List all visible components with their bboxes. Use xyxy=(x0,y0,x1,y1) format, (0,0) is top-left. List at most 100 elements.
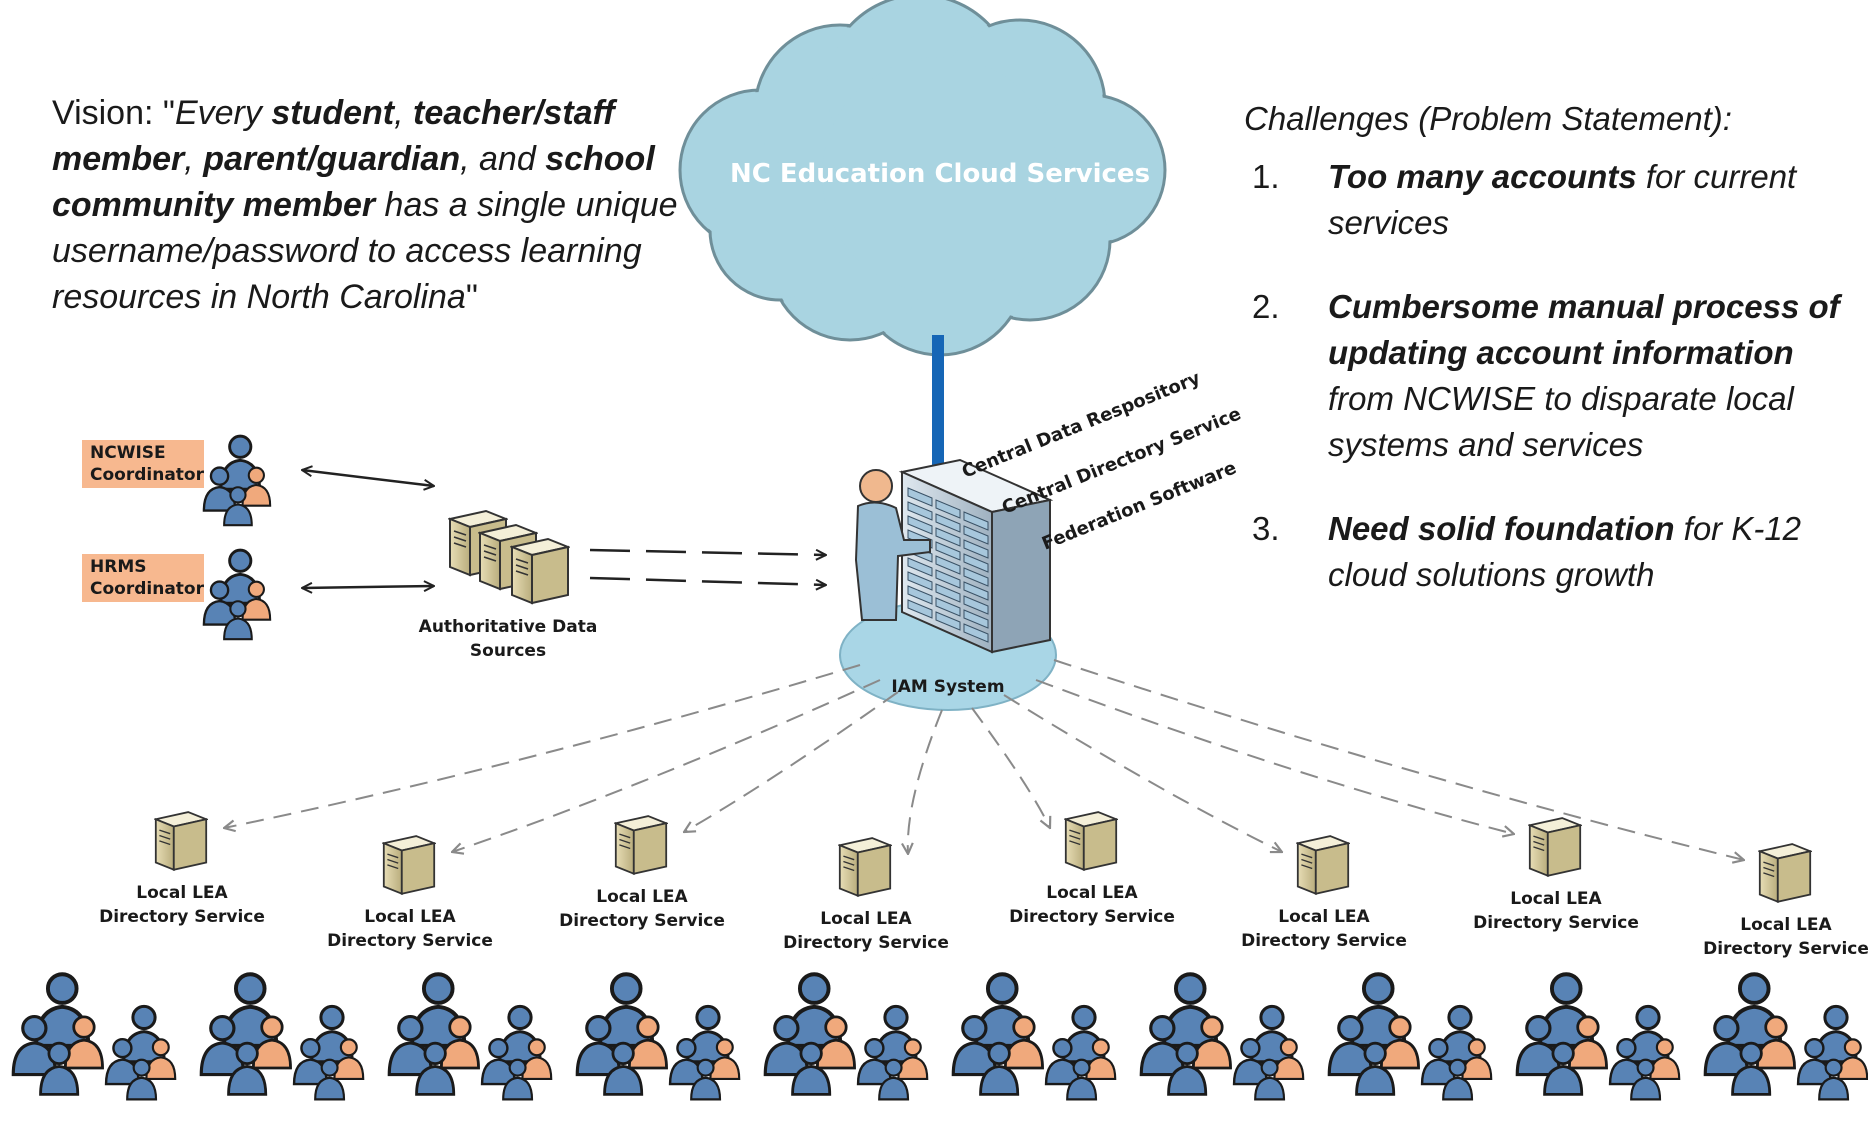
challenge-highlight: Cumbersome manual process of updating ac… xyxy=(1328,288,1840,371)
rack-unit xyxy=(963,511,989,531)
person-group-icon xyxy=(201,974,290,1094)
challenge-item: 2. Cumbersome manual process of updating… xyxy=(1244,284,1864,468)
sources-label: Sources xyxy=(470,641,546,661)
rack-unit xyxy=(963,567,989,587)
lea-label: Directory Service xyxy=(1473,913,1639,933)
person-group-icon xyxy=(204,436,270,525)
rack-unit xyxy=(935,611,961,631)
vision-text-5: has a single unique username/password to… xyxy=(52,186,678,316)
iam-to-lea-arrow xyxy=(452,679,881,852)
server-icon xyxy=(154,811,208,871)
lea-label: Local LEA xyxy=(364,907,456,927)
iam-to-lea-arrow xyxy=(684,691,899,832)
lea-label: Directory Service xyxy=(327,931,493,951)
server-icon xyxy=(838,837,892,897)
cloud-fill xyxy=(822,57,1058,293)
person-group-icon xyxy=(294,1006,363,1099)
person-group-icon xyxy=(765,974,854,1094)
person-group-icon xyxy=(204,550,270,639)
lea-label: Directory Service xyxy=(1009,907,1175,927)
rack-unit xyxy=(907,571,933,591)
rack-unit xyxy=(935,597,961,617)
person-group-icon xyxy=(1046,1006,1115,1099)
vision-text-4: , and xyxy=(460,140,546,178)
vision-statement: Vision: "Every student, teacher/staff me… xyxy=(52,90,692,320)
lea-label: Directory Service xyxy=(1703,939,1868,959)
server-icon xyxy=(1528,817,1582,877)
user-crowd xyxy=(13,974,1867,1099)
rack-unit xyxy=(907,585,933,605)
rack-unit xyxy=(907,599,933,619)
lea-label: Local LEA xyxy=(136,883,228,903)
rack-side xyxy=(991,498,1051,654)
person-group-icon xyxy=(858,1006,927,1099)
server-icon xyxy=(1758,843,1812,903)
rack-unit xyxy=(907,557,933,577)
person-group-icon xyxy=(1234,1006,1303,1099)
sources-label: Authoritative Data xyxy=(419,617,598,637)
lea-label: Directory Service xyxy=(559,911,725,931)
challenge-text: Cumbersome manual process of updating ac… xyxy=(1328,284,1864,468)
sources-to-iam-arrow xyxy=(589,548,826,555)
challenge-number: 2. xyxy=(1252,288,1280,325)
iam-to-lea-arrow xyxy=(1053,659,1744,860)
server-icon xyxy=(382,835,436,895)
person-group-icon xyxy=(482,1006,551,1099)
lea-label: Local LEA xyxy=(596,887,688,907)
cloud-label: NC Education Cloud Services xyxy=(730,159,1150,189)
person-group-icon xyxy=(1422,1006,1491,1099)
coordinator-label-bg xyxy=(82,554,204,602)
person-group-icon xyxy=(1610,1006,1679,1099)
vision-text-2: , xyxy=(394,94,413,132)
lea-label: Directory Service xyxy=(783,933,949,953)
person-group-icon xyxy=(577,974,666,1094)
challenge-highlight: Too many accounts xyxy=(1328,158,1637,195)
rack-unit xyxy=(963,581,989,601)
rack-unit xyxy=(935,541,961,561)
iam-to-lea-arrow xyxy=(908,709,943,854)
iam-to-lea-arrow xyxy=(1003,694,1282,852)
vision-end-quote: " xyxy=(465,278,478,316)
server-icon xyxy=(1064,811,1118,871)
rack-unit xyxy=(963,595,989,615)
coordinator-label: NCWISE xyxy=(90,443,166,463)
challenge-text: Too many accounts for current services xyxy=(1328,154,1864,246)
challenge-number: 1. xyxy=(1252,158,1280,195)
challenge-item: 3. Need solid foundation for K-12 cloud … xyxy=(1244,506,1864,598)
rack-unit xyxy=(963,609,989,629)
rack-unit xyxy=(935,513,961,533)
lea-label: Directory Service xyxy=(1241,931,1407,951)
challenge-number: 3. xyxy=(1252,510,1280,547)
cloud-link-line xyxy=(932,335,944,475)
coordinator-arrow xyxy=(302,586,434,588)
server-rack-icon xyxy=(898,458,1054,654)
person-group-icon xyxy=(670,1006,739,1099)
challenge-rest: for K-12 cloud solutions growth xyxy=(1328,510,1802,593)
lea-label: Directory Service xyxy=(99,907,265,927)
person-group-icon xyxy=(1517,974,1606,1094)
person-group-icon xyxy=(1141,974,1230,1094)
challenges-list: 1. Too many accounts for current service… xyxy=(1244,154,1864,598)
lea-label: Local LEA xyxy=(1278,907,1370,927)
lea-label: Local LEA xyxy=(1510,889,1602,909)
vision-parent: parent/guardian xyxy=(203,140,461,178)
iam-to-lea-arrow xyxy=(971,707,1050,828)
coordinator-label: Coordinator xyxy=(90,579,205,599)
person-group-icon xyxy=(13,974,102,1094)
person-group-icon xyxy=(106,1006,175,1099)
vision-teacher: teacher/staff member xyxy=(52,94,615,178)
admin-person-icon xyxy=(854,469,931,621)
person-group-icon xyxy=(389,974,478,1094)
challenges-title: Challenges (Problem Statement): xyxy=(1244,100,1732,137)
vision-text-1: Every xyxy=(174,94,272,132)
rack-unit xyxy=(963,525,989,545)
person-group-icon xyxy=(1329,974,1418,1094)
vision-label: Vision: " xyxy=(52,94,175,132)
person-group-icon xyxy=(953,974,1042,1094)
rack-unit xyxy=(935,499,961,519)
rack-unit xyxy=(935,569,961,589)
rack-unit xyxy=(963,539,989,559)
vision-student: student xyxy=(271,94,395,132)
